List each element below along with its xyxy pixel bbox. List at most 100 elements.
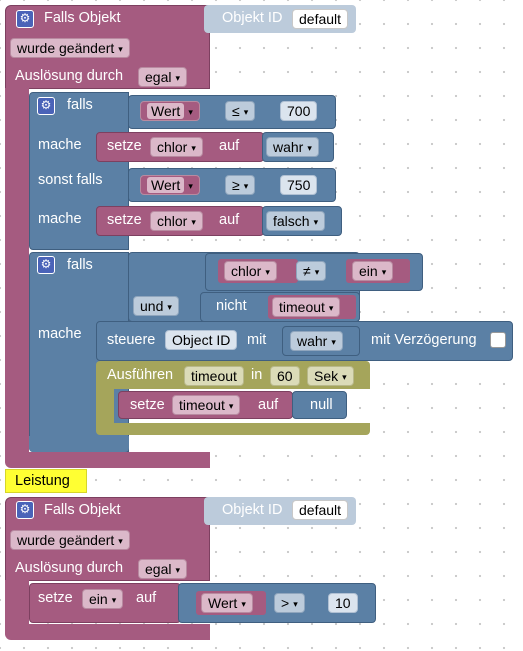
dropdown-arrow-icon: ▾: [111, 595, 117, 605]
compare-1-op[interactable]: ≤▾: [225, 101, 256, 121]
compare-3-var[interactable]: chlor▾: [224, 261, 277, 281]
if2-falls-label: falls: [67, 257, 93, 273]
compare-3-op[interactable]: ≠▾: [296, 261, 327, 281]
ausloesung-dropdown[interactable]: egal▾: [138, 67, 187, 87]
ausloesung-value: egal: [145, 69, 172, 85]
objekt-id-label: Objekt ID: [222, 10, 283, 26]
objekt-id-label-2: Objekt ID: [222, 502, 283, 518]
timeout-var-value: timeout: [191, 368, 237, 384]
bool-1-dropdown[interactable]: wahr▾: [266, 137, 319, 157]
inner-setze-auf-label: auf: [258, 397, 279, 413]
steuere-bool-dropdown[interactable]: wahr▾: [290, 331, 343, 351]
compare-1-num[interactable]: 700: [280, 101, 318, 121]
unit-value: Sek: [314, 368, 339, 384]
timeout-block-bottom: [96, 423, 370, 435]
if-block-2-bottom: [29, 436, 129, 452]
ausloesung-label-2: Auslösung durch: [15, 560, 124, 576]
setze-3-var[interactable]: ein▾: [82, 589, 124, 609]
dropdown-arrow-icon: ▾: [307, 143, 312, 153]
dropdown-arrow-icon: ▾: [342, 372, 347, 382]
if1-falls-label: falls: [67, 97, 93, 113]
dropdown-arrow-icon: ▾: [191, 143, 196, 153]
compare-4-num[interactable]: 10: [328, 593, 358, 613]
falls-objekt-block-1-bottom: [5, 452, 210, 468]
dropdown-arrow-icon: ▾: [188, 181, 193, 191]
if1-sonst-falls-label: sonst falls: [38, 172, 103, 188]
setze-3-auf-label: auf: [136, 590, 157, 606]
compare-4-op[interactable]: >▾: [274, 593, 305, 613]
setze-2-var[interactable]: chlor▾: [150, 211, 203, 231]
dropdown-arrow-icon: ▾: [314, 267, 320, 277]
objekt-id-field[interactable]: default: [292, 9, 349, 29]
setze-3-label: setze: [38, 590, 73, 606]
nicht-var-value: timeout: [279, 299, 325, 315]
compare-2-var-value: Wert: [147, 177, 185, 193]
dropdown-arrow-icon: ▾: [175, 565, 180, 575]
trigger-mode-value-2: wurde geändert: [17, 532, 115, 548]
comment-leistung-text: Leistung: [15, 473, 70, 489]
compare-2-var[interactable]: Wert▾: [140, 175, 200, 195]
falls-objekt-block-1-spine: [5, 88, 29, 460]
in-label: in: [251, 367, 263, 383]
setze-1-auf-label: auf: [219, 138, 240, 154]
unit-dropdown[interactable]: Sek▾: [307, 366, 354, 386]
setze-1-var-value: chlor: [157, 139, 188, 155]
logic-op-dropdown[interactable]: und▾: [133, 296, 179, 316]
compare-3-val[interactable]: ein▾: [352, 261, 394, 281]
ausloesung-label: Auslösung durch: [15, 68, 124, 84]
compare-3-op-value: ≠: [303, 263, 311, 279]
bool-1-value: wahr: [273, 139, 304, 155]
ausfuehren-label: Ausführen: [107, 367, 174, 383]
bool-2-value: falsch: [273, 213, 310, 229]
inner-null-label: null: [310, 397, 333, 413]
gear-icon[interactable]: ⚙: [16, 10, 34, 28]
inner-setze-label: setze: [130, 397, 165, 413]
steuere-bool-value: wahr: [297, 333, 328, 349]
compare-4-var[interactable]: Wert▾: [201, 593, 253, 613]
delay-checkbox[interactable]: [490, 332, 506, 348]
trigger-mode-dropdown[interactable]: wurde geändert▾: [10, 38, 130, 58]
timeout-var-field[interactable]: timeout: [184, 366, 244, 386]
dropdown-arrow-icon: ▾: [118, 44, 123, 54]
comment-leistung[interactable]: [5, 469, 87, 493]
object-id-field[interactable]: Object ID: [165, 330, 238, 350]
bool-2-dropdown[interactable]: falsch▾: [266, 211, 326, 231]
compare-4-op-value: >: [281, 595, 290, 611]
compare-1-var-value: Wert: [147, 103, 185, 119]
steuere-label: steuere: [107, 332, 156, 348]
trigger-mode-dropdown-2[interactable]: wurde geändert▾: [10, 530, 130, 550]
if2-mache-label: mache: [38, 326, 82, 342]
steuere-mit-label: mit: [247, 332, 267, 348]
dropdown-arrow-icon: ▾: [265, 267, 270, 277]
setze-2-auf-label: auf: [219, 212, 240, 228]
dropdown-arrow-icon: ▾: [381, 267, 387, 277]
nicht-var-dropdown[interactable]: timeout▾: [272, 297, 341, 317]
gear-icon[interactable]: ⚙: [16, 501, 34, 519]
dropdown-arrow-icon: ▾: [167, 302, 172, 312]
ausloesung-value-2: egal: [145, 561, 172, 577]
setze-1-label: setze: [107, 138, 142, 154]
objekt-id-field-2[interactable]: default: [292, 500, 349, 520]
timeout-block-spine: [96, 388, 114, 424]
compare-2-op[interactable]: ≥▾: [225, 175, 256, 195]
dropdown-arrow-icon: ▾: [118, 536, 123, 546]
gear-icon[interactable]: ⚙: [37, 97, 55, 115]
inner-setze-var-value: timeout: [179, 397, 225, 413]
ausloesung-dropdown-2[interactable]: egal▾: [138, 559, 187, 579]
falls-objekt-label-2: Falls Objekt: [44, 502, 121, 518]
compare-2-num[interactable]: 750: [280, 175, 318, 195]
inner-setze-var[interactable]: timeout▾: [172, 395, 241, 415]
if1-mache-label-1: mache: [38, 137, 82, 153]
falls-objekt-label: Falls Objekt: [44, 10, 121, 26]
gear-icon[interactable]: ⚙: [37, 256, 55, 274]
mit-verzoegerung-label: mit Verzögerung: [371, 332, 477, 348]
null-block[interactable]: [292, 391, 347, 419]
dropdown-arrow-icon: ▾: [191, 217, 196, 227]
falls-objekt-block-2-spine: [5, 580, 29, 628]
logic-op-value: und: [140, 298, 164, 314]
compare-2-op-value: ≥: [232, 177, 240, 193]
setze-1-var[interactable]: chlor▾: [150, 137, 203, 157]
compare-1-var[interactable]: Wert▾: [140, 101, 200, 121]
in-value-field[interactable]: 60: [270, 366, 300, 386]
dropdown-arrow-icon: ▾: [328, 303, 334, 313]
